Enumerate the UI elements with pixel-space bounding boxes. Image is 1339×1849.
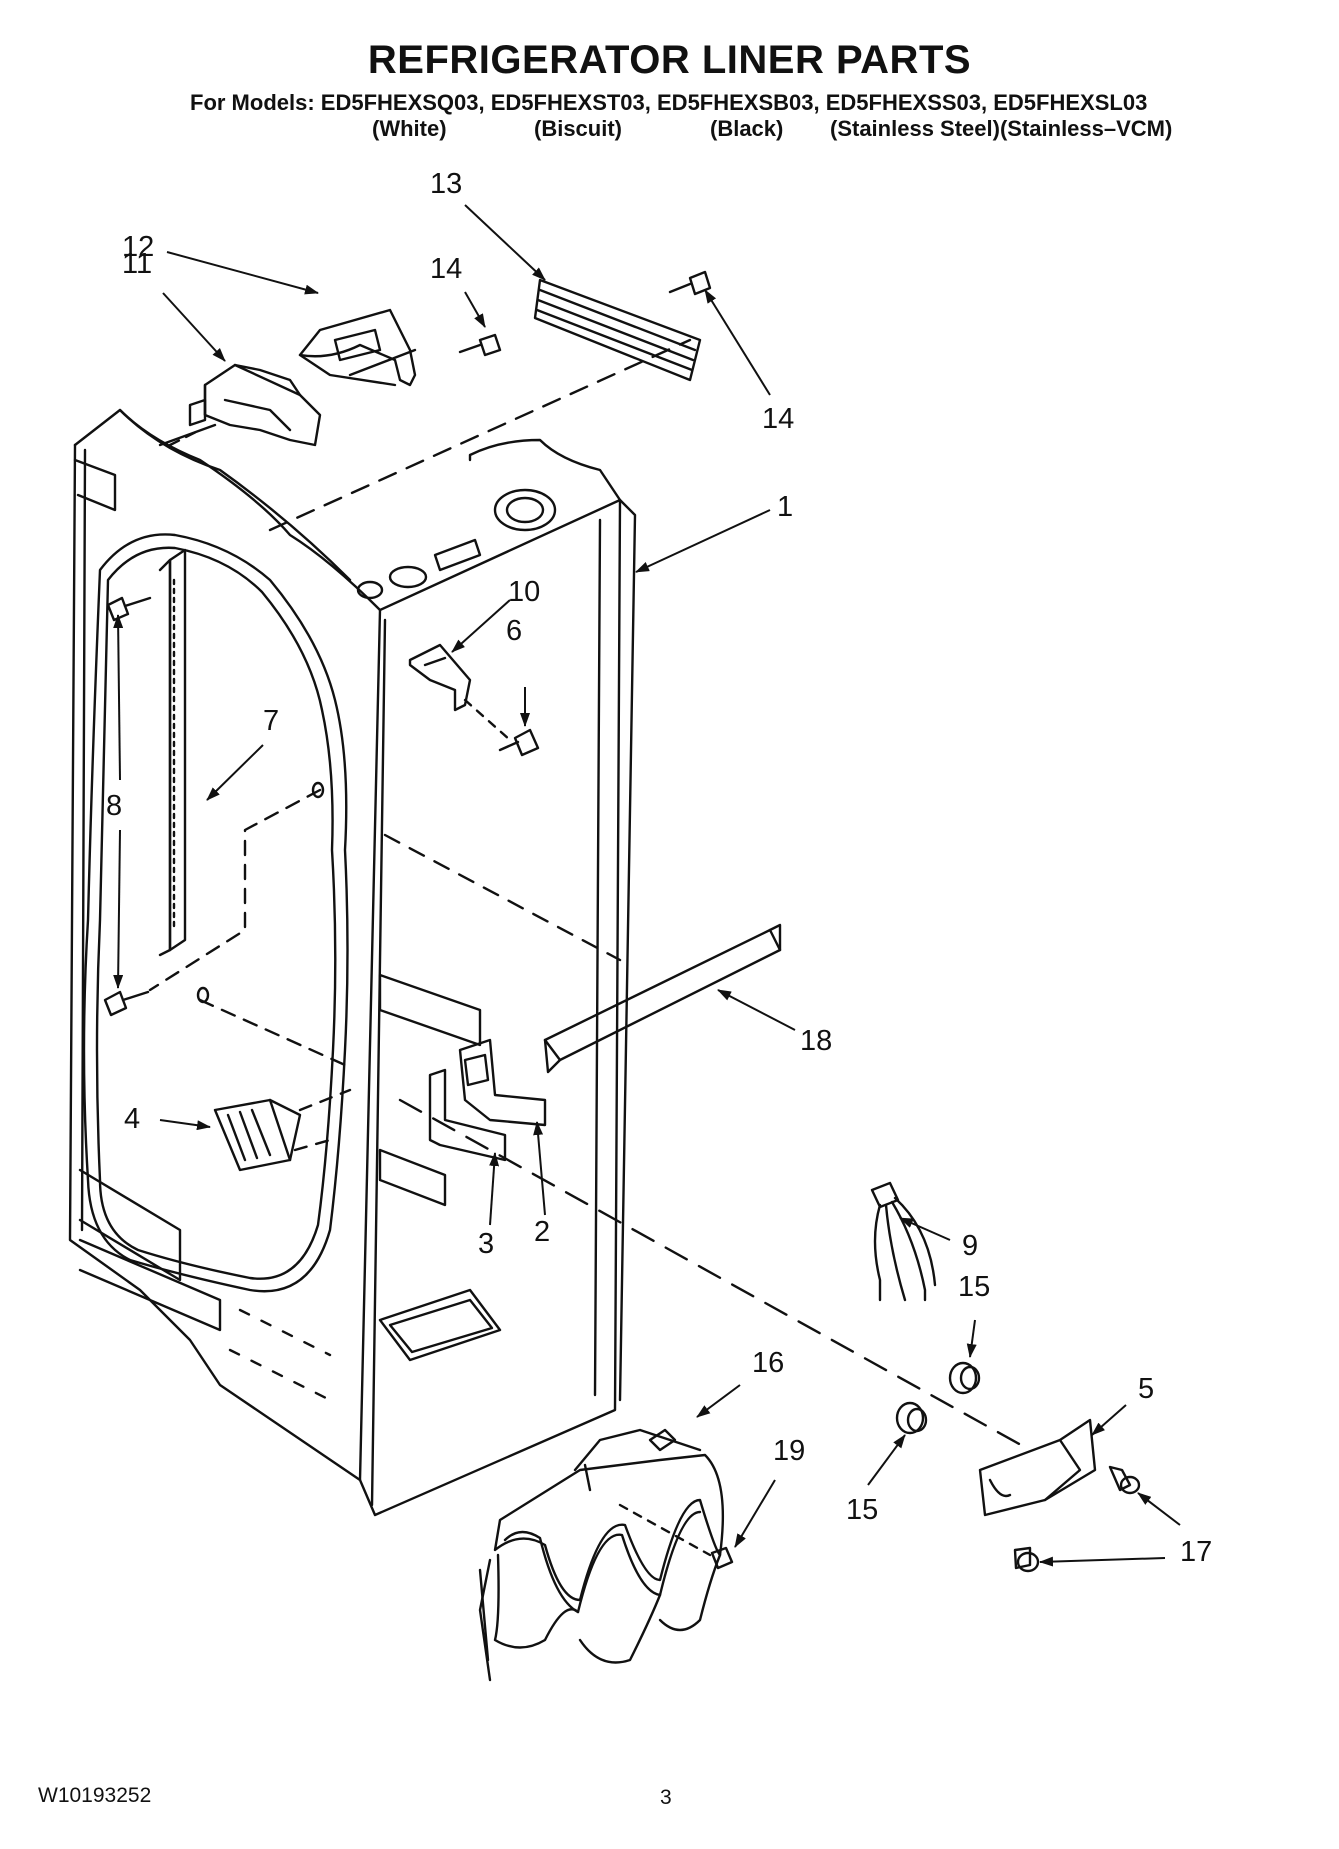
callout-16: 16 (752, 1347, 785, 1379)
shelf-bracket (408, 643, 472, 712)
leader-arrows (113, 204, 1181, 1567)
page-number: 3 (660, 1786, 672, 1809)
callout-14-right: 14 (762, 403, 795, 435)
callout-9: 9 (962, 1230, 979, 1262)
page-title: REFRIGERATOR LINER PARTS (367, 38, 972, 82)
models-line: For Models: ED5FHEXSQ03, ED5FHEXST03, ED… (190, 90, 1148, 115)
drain-block (978, 1418, 1097, 1517)
callout-4: 4 (124, 1103, 141, 1135)
small-module (213, 1098, 302, 1172)
screw-top-right (668, 270, 712, 296)
callout-18: 18 (800, 1025, 833, 1057)
callout-15-upper: 15 (958, 1271, 991, 1303)
variant-stainless: (Stainless Steel)(Stainless–VCM) (830, 116, 1173, 141)
callout-1: 1 (777, 491, 794, 523)
variant-black: (Black) (710, 116, 784, 141)
plug-upper (948, 1361, 981, 1395)
heater-screw (710, 1546, 734, 1570)
callout-6: 6 (506, 615, 523, 647)
variant-white: (White) (372, 116, 447, 141)
foam-strip (533, 278, 702, 382)
callout-2: 2 (534, 1216, 551, 1248)
bracket-lower (428, 1068, 507, 1162)
bracket-upper (458, 1038, 547, 1127)
screw-top-left (458, 333, 502, 357)
screw-17-upper (1108, 1465, 1141, 1495)
callout-11: 11 (122, 248, 153, 280)
callout-5: 5 (1138, 1373, 1155, 1405)
mounting-bracket (298, 308, 417, 387)
rail-screw-bottom (103, 990, 150, 1017)
callout-12: 12 (122, 231, 155, 263)
callout-3: 3 (478, 1228, 495, 1260)
liner-cabinet (68, 408, 637, 1517)
callout-10: 10 (508, 576, 541, 608)
callout-8: 8 (106, 790, 123, 822)
callout-19: 19 (773, 1435, 806, 1467)
variant-biscuit: (Biscuit) (534, 116, 622, 141)
document-id: W10193252 (38, 1784, 152, 1807)
defrost-heater (478, 1428, 725, 1682)
vertical-shelf-rail (158, 548, 187, 957)
crossbar (543, 923, 782, 1074)
wire-harness (870, 1181, 937, 1302)
callout-15-lower: 15 (846, 1494, 879, 1526)
screw-shelf-bracket (498, 728, 540, 757)
plug-lower (895, 1401, 928, 1435)
callout-7: 7 (263, 705, 280, 737)
screw-17-lower (1013, 1546, 1040, 1573)
callout-14-left: 14 (430, 253, 463, 285)
callout-17: 17 (1180, 1536, 1213, 1568)
control-housing (158, 363, 322, 447)
callout-13: 13 (430, 168, 463, 200)
rail-screw-top (106, 596, 152, 622)
